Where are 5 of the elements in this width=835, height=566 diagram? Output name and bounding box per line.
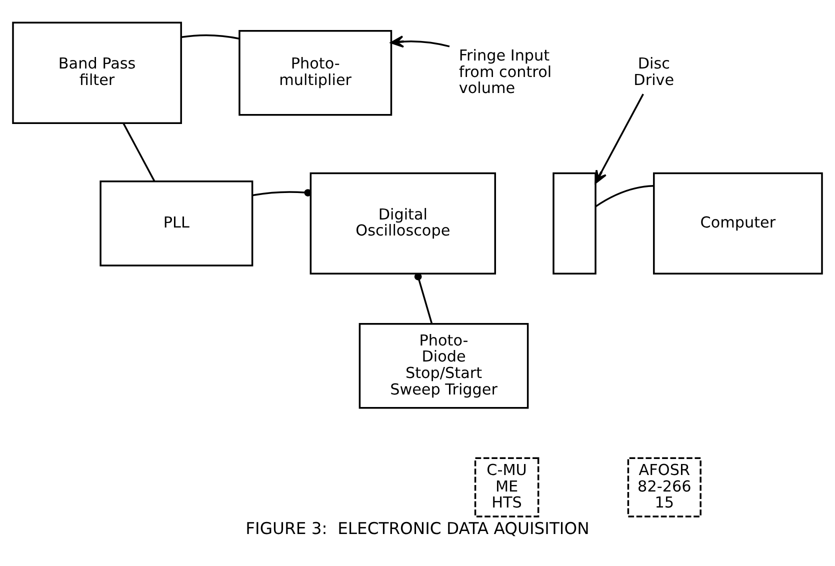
label: AFOSR 82-266 15 — [638, 460, 692, 512]
caption: FIGURE 3: ELECTRONIC DATA AQUISITION — [246, 519, 590, 538]
label: C-MU ME HTS — [486, 460, 527, 512]
node-text: Fringe Input from control volume — [458, 46, 552, 98]
node-text: Disc Drive — [634, 54, 674, 90]
